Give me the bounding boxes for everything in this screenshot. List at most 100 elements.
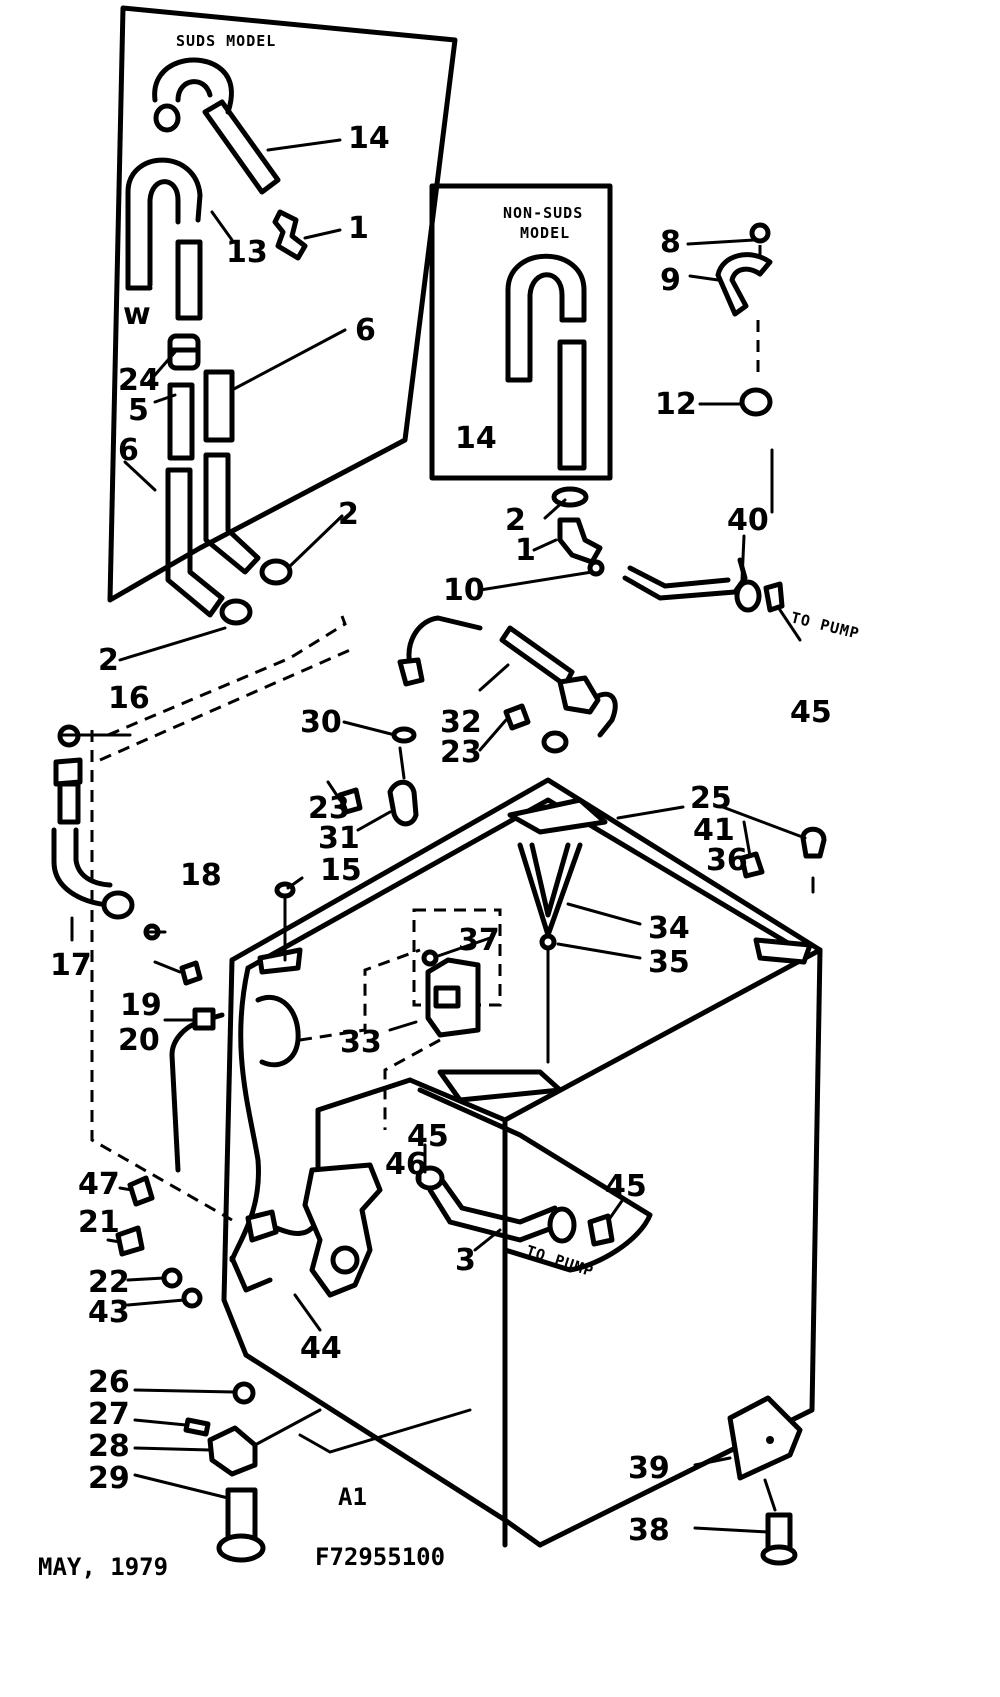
callout-34: 34 — [648, 911, 690, 946]
pump-44 — [302, 1162, 383, 1298]
pump-connector-lower — [587, 1213, 615, 1247]
non-suds-hose-lower — [557, 339, 587, 471]
elbow-1-upper — [557, 517, 603, 565]
callout-25: 25 — [690, 781, 732, 816]
callout-3: 3 — [455, 1243, 476, 1278]
callout-16: 16 — [108, 681, 150, 716]
callout-33: 33 — [340, 1025, 382, 1060]
pump-44-port — [330, 1245, 360, 1275]
screw-19 — [179, 960, 203, 986]
callout-18: 18 — [180, 858, 222, 893]
suds-hose-6-left — [167, 382, 195, 461]
callout-1: 1 — [515, 533, 536, 568]
callouts: 14 1 13 6 24 5 6 2 2 16 17 18 19 20 47 2… — [50, 121, 832, 1548]
callout-19: 19 — [120, 988, 162, 1023]
cabinet-right-front — [537, 947, 823, 1548]
non-suds-caption-line2: MODEL — [520, 224, 570, 242]
screw-47 — [127, 1175, 155, 1207]
callout-28: 28 — [88, 1429, 130, 1464]
cabinet-ledge — [417, 1087, 653, 1273]
lower-right-parts — [727, 1395, 803, 1566]
suds-clamp-left — [219, 598, 253, 626]
clip-12 — [739, 387, 773, 417]
suds-u-hose-top — [152, 57, 234, 115]
cabinet-inner-top — [245, 797, 811, 971]
suds-u-hose-13 — [125, 157, 203, 291]
callout-29: 29 — [88, 1461, 130, 1496]
washer-22 — [161, 1267, 183, 1289]
suds-elbow-hose-left — [165, 467, 225, 618]
callout-27: 27 — [88, 1397, 130, 1432]
callout-14: 14 — [348, 121, 390, 156]
suds-model-inset: SUDS MODEL w — [107, 5, 458, 626]
to-pump-lower-label: TO PUMP — [524, 1242, 596, 1281]
callout-13: 13 — [226, 235, 268, 270]
suds-clamp-right — [259, 558, 293, 586]
callout-22: 22 — [88, 1265, 130, 1300]
hose-32 — [499, 625, 575, 688]
corner-brace-right — [753, 937, 813, 965]
leveling-leg-29-foot — [216, 1533, 266, 1563]
callout-41: 41 — [693, 813, 735, 848]
nut-43 — [181, 1287, 203, 1309]
callout-36: 36 — [706, 843, 748, 878]
hose-32-bent — [406, 615, 483, 668]
lower-left-parts — [115, 1175, 322, 1563]
nut-35 — [539, 933, 557, 951]
pump-connector-upper — [763, 581, 785, 613]
callout-23: 23 — [440, 735, 482, 770]
callout-40: 40 — [727, 503, 769, 538]
screw-38-head — [760, 1544, 798, 1566]
footer-date: MAY, 1979 — [38, 1553, 168, 1581]
corner-brace-front — [437, 1069, 563, 1103]
screw-8 — [749, 222, 771, 244]
callout-32: 32 — [440, 705, 482, 740]
callout-23: 23 — [308, 791, 350, 826]
suspension-rod-34 — [517, 842, 583, 938]
leveling-foot-bracket-28 — [207, 1425, 258, 1477]
clip-20 — [192, 1007, 216, 1031]
cabinet-left-curve — [229, 965, 261, 1263]
suds-elbow-1 — [272, 209, 308, 261]
hose-32-end — [397, 657, 425, 687]
callout-24: 24 — [118, 363, 160, 398]
hose-17 — [51, 827, 113, 908]
callout-31: 31 — [318, 821, 360, 856]
callout-45: 45 — [790, 695, 832, 730]
cabinet-top-recess — [315, 947, 823, 1183]
cabinet-left-side — [221, 957, 249, 1358]
callout-2: 2 — [338, 497, 359, 532]
callout-43: 43 — [88, 1295, 130, 1330]
callout-26: 26 — [88, 1365, 130, 1400]
callout-5: 5 — [128, 393, 149, 428]
suds-hose-6-right — [203, 369, 235, 443]
corner-brace-back — [507, 797, 608, 835]
footer-part-number: F72955100 — [315, 1543, 445, 1571]
suds-hose-14 — [202, 99, 281, 195]
callout-45: 45 — [407, 1119, 449, 1154]
non-suds-model-inset: NON-SUDS MODEL — [429, 183, 613, 481]
suds-mark-w: w — [123, 297, 151, 332]
screw-37 — [421, 949, 439, 967]
callout-15: 15 — [320, 853, 362, 888]
suds-elbow-hose-right — [203, 452, 261, 575]
callout-2: 2 — [98, 643, 119, 678]
pump-mount — [245, 1209, 279, 1243]
nut-26 — [232, 1381, 256, 1405]
screw-21 — [115, 1225, 145, 1257]
callout-39: 39 — [628, 1451, 670, 1486]
clamp-2-upper — [551, 486, 589, 508]
callout-1: 1 — [348, 211, 369, 246]
clip-30 — [391, 726, 417, 744]
cap-41 — [800, 826, 827, 859]
callout-37: 37 — [458, 923, 500, 958]
clamp-18 — [101, 890, 135, 920]
screw-23-left — [337, 787, 363, 815]
callout-8: 8 — [660, 225, 681, 260]
suds-model-caption: SUDS MODEL — [176, 32, 276, 50]
screw-23-right — [503, 703, 531, 731]
clamp-45-upper — [734, 579, 762, 613]
spring-27 — [183, 1417, 211, 1437]
callout-6: 6 — [118, 433, 139, 468]
